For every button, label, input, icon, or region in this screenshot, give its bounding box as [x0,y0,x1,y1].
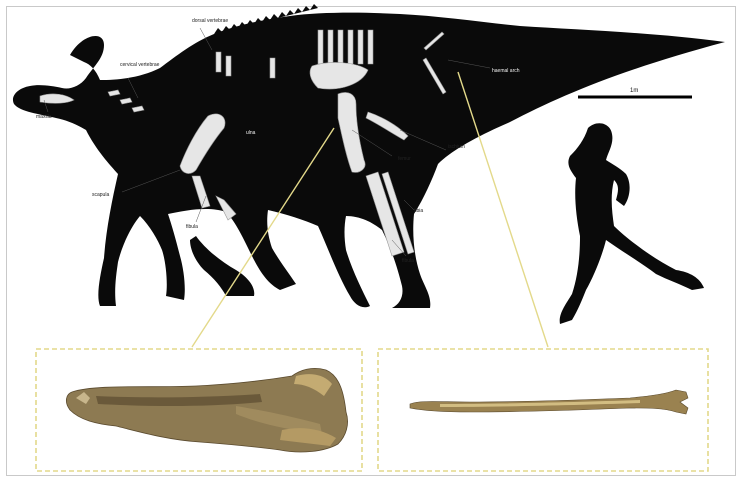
label-ulna: ulna [246,130,256,136]
label-haemal-arch: haemal arch [492,68,520,74]
label-fibula-right: fibula [402,258,414,264]
label-maxilla: maxilla [36,114,52,120]
label-cervical-vertebrae: cervical vertebrae [120,62,160,68]
label-femur: femur [398,156,411,162]
label-tibia: tibia [414,208,423,214]
fossil-bone-large [66,368,347,452]
label-fibula-left: fibula [186,224,198,230]
fossil-bone-slender [410,390,688,414]
label-dorsal-vertebrae: dorsal vertebrae [192,18,228,24]
label-scapula: scapula [92,192,109,198]
scale-bar-label: 1m [630,88,638,94]
label-ischium: ischium [448,144,465,150]
